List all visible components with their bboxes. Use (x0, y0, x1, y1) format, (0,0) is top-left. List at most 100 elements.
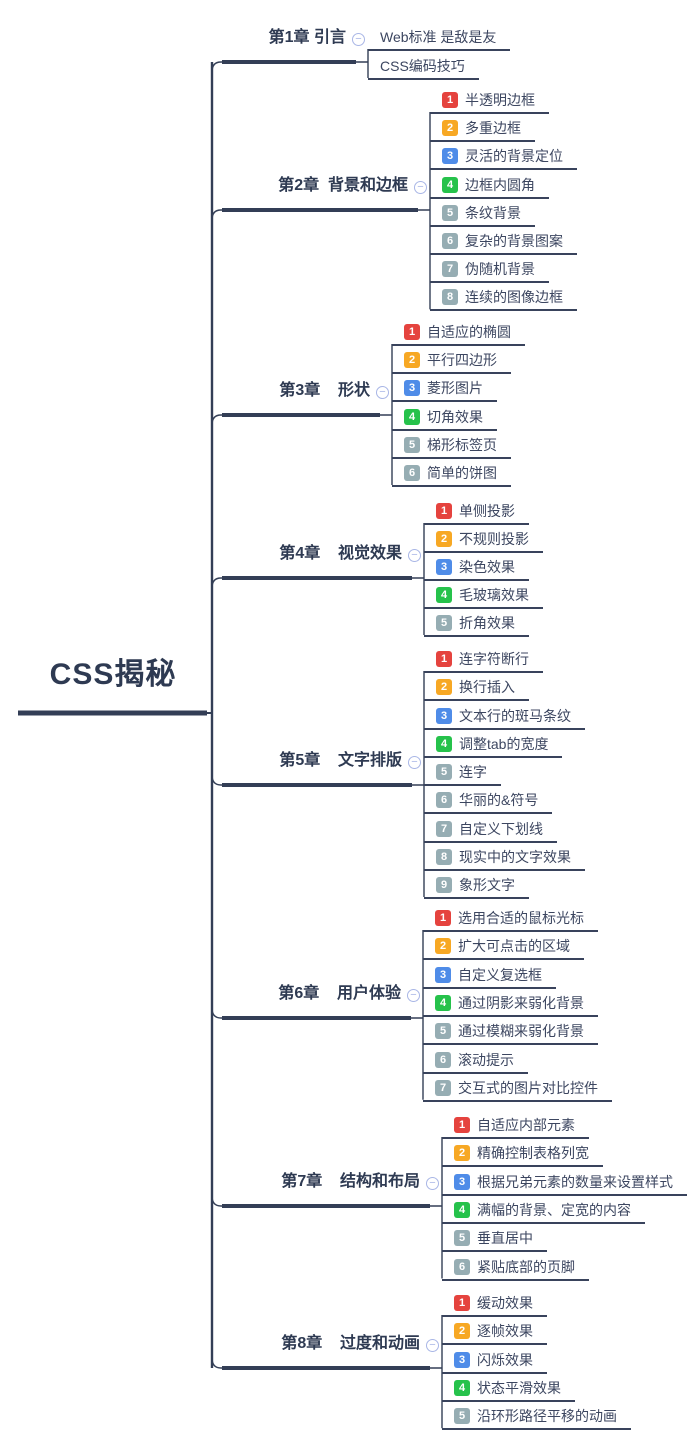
topic-item-label: 自定义复选框 (458, 966, 542, 983)
topic-item-label: Web标准 是敌是友 (380, 29, 497, 45)
topic-item-label: 华丽的&符号 (459, 792, 539, 809)
item-number-badge: 2 (454, 1323, 470, 1340)
chapter-7-title[interactable]: 第7章 结构和布局 (281, 1173, 420, 1190)
topic-item-label: 选用合适的鼠标光标 (458, 910, 584, 926)
item-number-badge: 4 (454, 1379, 470, 1396)
topic-item[interactable]: 4 通过阴影来弱化背景 (423, 991, 598, 1017)
item-number-badge: 2 (404, 352, 420, 369)
collapse-minus-icon[interactable]: − (414, 181, 427, 194)
topic-item[interactable]: Web标准 是敌是友 (368, 25, 511, 51)
topic-item[interactable]: CSS编码技巧 (368, 54, 479, 80)
topic-item-label: 单侧投影 (459, 503, 515, 519)
chapter-2-title[interactable]: 第2章 背景和边框 (278, 177, 408, 194)
chapter-4-title[interactable]: 第4章 视觉效果 (279, 545, 402, 562)
item-number-badge: 6 (442, 233, 458, 249)
item-number-badge: 8 (442, 289, 458, 306)
topic-item-label: 通过模糊来弱化背景 (458, 1023, 584, 1040)
collapse-minus-icon[interactable]: − (408, 549, 421, 562)
chapter-8-title[interactable]: 第8章 过度和动画 (281, 1335, 420, 1352)
item-number-badge: 5 (442, 204, 458, 221)
item-number-badge: 3 (436, 559, 452, 575)
topic-item-label: 半透明边框 (465, 92, 535, 108)
topic-item[interactable]: 6 复杂的背景图案 (430, 229, 577, 255)
topic-item-label: 切角效果 (427, 408, 483, 425)
item-number-badge: 4 (435, 994, 451, 1011)
topic-item-label: 换行插入 (459, 679, 515, 696)
topic-item-label: 精确控制表格列宽 (477, 1145, 589, 1162)
collapse-minus-icon[interactable]: − (408, 756, 421, 769)
chapter-3-title[interactable]: 第3章 形状 (279, 382, 370, 399)
item-number-badge: 5 (404, 436, 420, 453)
collapse-minus-icon[interactable]: − (426, 1177, 439, 1190)
topic-item-label: 折角效果 (459, 615, 515, 631)
topic-item-label: 不规则投影 (459, 531, 529, 547)
item-number-badge: 2 (435, 938, 451, 955)
chapter-6-title[interactable]: 第6章 用户体验 (278, 985, 401, 1002)
item-number-badge: 7 (435, 1079, 451, 1096)
topic-item[interactable]: 2 平行四边形 (392, 348, 511, 375)
topic-item[interactable]: 4 满幅的背景、定宽的内容 (442, 1198, 645, 1224)
topic-item[interactable]: 5 梯形标签页 (392, 433, 511, 459)
topic-item-label: 沿环形路径平移的动画 (477, 1408, 617, 1425)
chapter-1-title[interactable]: 第1章 引言 (268, 29, 346, 46)
collapse-minus-icon[interactable]: − (426, 1339, 439, 1352)
topic-item-label: 梯形标签页 (427, 436, 497, 453)
topic-item-label: 缓动效果 (477, 1295, 533, 1311)
item-number-badge: 4 (454, 1201, 470, 1218)
root-node[interactable]: CSS揭秘 (49, 658, 177, 691)
collapse-minus-icon[interactable]: − (376, 386, 389, 399)
topic-item-label: 通过阴影来弱化背景 (458, 994, 584, 1011)
item-number-badge: 1 (404, 324, 420, 340)
topic-item-label: 复杂的背景图案 (465, 233, 563, 249)
item-number-badge: 1 (436, 651, 452, 667)
chapter-5-title[interactable]: 第5章 文字排版 (279, 752, 402, 769)
item-number-badge: 4 (436, 735, 452, 752)
topic-item-label: 平行四边形 (427, 352, 497, 369)
item-number-badge: 1 (435, 910, 451, 926)
topic-item[interactable]: 1 选用合适的鼠标光标 (423, 906, 598, 932)
collapse-minus-icon[interactable]: − (352, 33, 365, 46)
collapse-minus-icon[interactable]: − (407, 989, 420, 1002)
topic-item-label: 满幅的背景、定宽的内容 (477, 1201, 631, 1218)
